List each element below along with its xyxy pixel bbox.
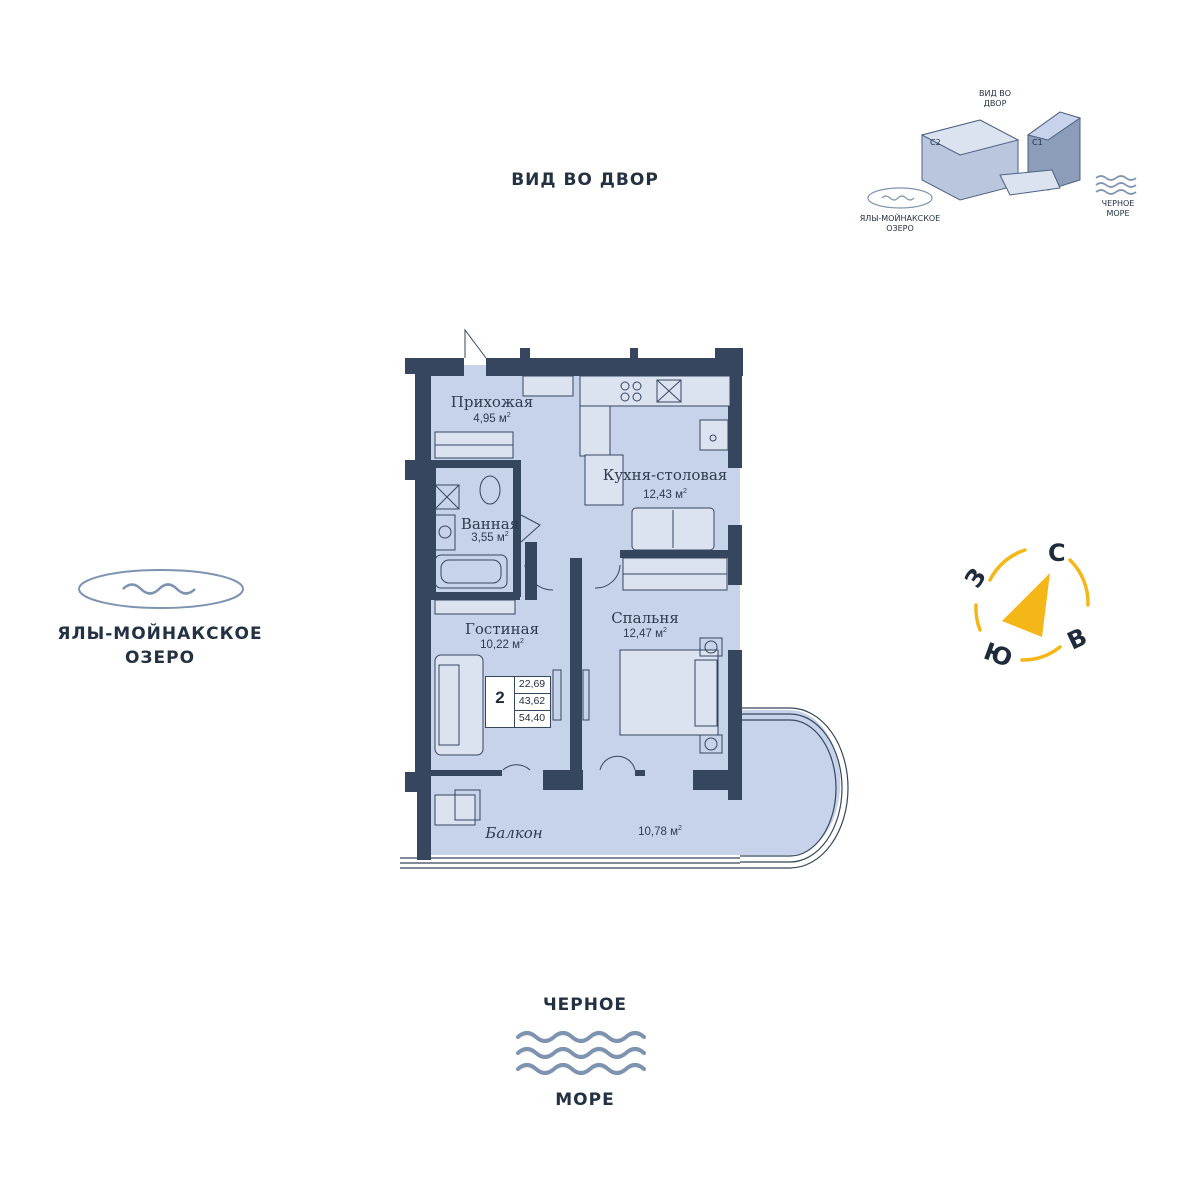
room-name-kitchen: Кухня-столовая	[602, 466, 728, 484]
room-name-bedroom: Спальня	[611, 609, 679, 627]
floor-plan	[400, 328, 849, 869]
room-area-balcony: 10,78 м2	[638, 825, 682, 838]
room-area-bathroom: 3,55 м2	[471, 531, 509, 544]
total-with-balcony-value: 54,40	[518, 712, 546, 724]
location-minimap: С2 С1	[867, 111, 1137, 209]
compass-arrow-icon	[1002, 573, 1050, 637]
walls	[405, 348, 743, 860]
compass-arc-nw	[988, 548, 1027, 582]
total-area-value: 43,62	[518, 695, 546, 707]
room-area-bedroom: 12,47 м2	[623, 627, 667, 640]
compass	[974, 548, 1090, 662]
sea-label-top: ЧЕРНОЕ	[542, 995, 628, 1015]
c2-label: С2	[930, 138, 941, 147]
compass-arc-sw	[974, 603, 982, 632]
balcony-floor	[740, 710, 841, 855]
compass-north: С	[1048, 539, 1066, 567]
room-area-living: 10,22 м2	[480, 638, 524, 651]
furniture	[434, 375, 731, 826]
mini-sea-icon	[1095, 175, 1137, 195]
room-area-kitchen: 12,43 м2	[643, 488, 687, 501]
doors	[464, 328, 636, 771]
room-name-bathroom: Ванная	[460, 515, 520, 533]
c1-label: С1	[1032, 138, 1043, 147]
courtyard-icon	[999, 169, 1061, 196]
compass-arc-ne	[1068, 558, 1090, 607]
sea-waves-icon	[516, 1031, 646, 1075]
building-c1-icon	[1026, 111, 1082, 191]
room-name-living: Гостиная	[464, 620, 540, 638]
sea-label-bottom: МОРЕ	[555, 1090, 615, 1110]
room-name-balcony: Балкон	[485, 824, 543, 842]
compass-arc-se	[1020, 645, 1062, 662]
apartment-summary-box	[485, 676, 551, 728]
room-area-hall: 4,95 м2	[473, 412, 511, 425]
room-name-hall: Прихожая	[450, 393, 534, 411]
rooms-count: 2	[495, 688, 505, 707]
mini-lake-icon	[867, 187, 933, 209]
building-c2-icon	[920, 119, 1020, 201]
living-area-value: 22,69	[518, 678, 546, 690]
lake-icon	[78, 569, 244, 609]
view-direction-label: ВИД ВО ДВОР	[511, 170, 659, 190]
